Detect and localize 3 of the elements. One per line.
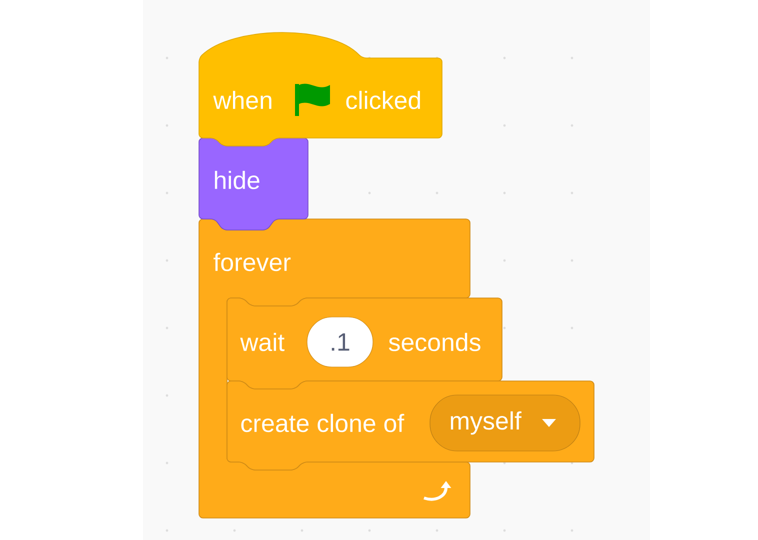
event-block: when clicked	[198, 32, 442, 146]
dropdown-menu: myself	[430, 394, 580, 452]
number-input: .1	[306, 316, 374, 368]
